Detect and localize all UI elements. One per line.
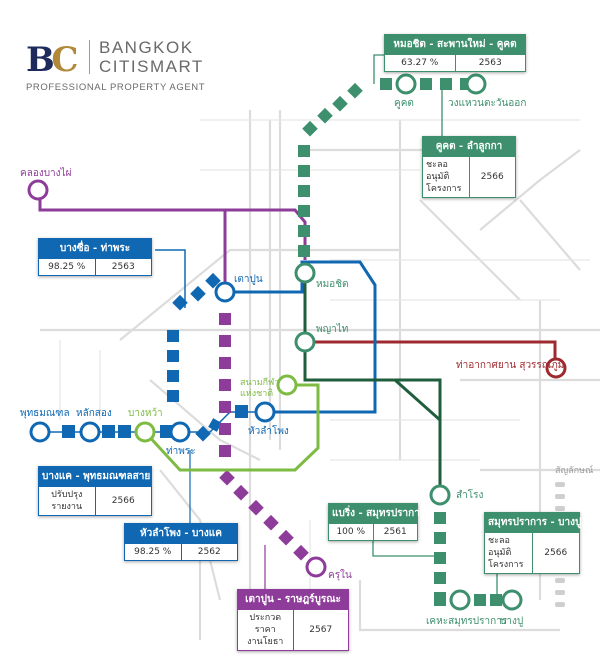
label-bang-wa: บางหว้า	[128, 408, 163, 419]
station-khru-nai[interactable]	[305, 556, 327, 578]
station-bang-wa[interactable]	[134, 421, 156, 443]
station-lak-song[interactable]	[79, 421, 101, 443]
info-box-title: หมอชิต - สะพานใหม่ - คูคต	[384, 34, 526, 55]
base-network	[40, 110, 600, 640]
label-hua-lamphong: หัวลำโพง	[248, 426, 289, 437]
info-box-year: 2566	[94, 487, 152, 515]
info-box-year: 2566	[531, 533, 580, 573]
blue-line-loop	[225, 260, 377, 414]
info-box-title: แบริ่ง - สมุทรปราการ	[328, 503, 425, 524]
info-box-taopoon-ratburana: เตาปูน - ราษฎร์บูรณะ ประกวดราคา งานโยธา …	[237, 589, 349, 651]
info-box-title: สมุทรปราการ - บางปู	[484, 512, 581, 533]
label-phaya-thai: พญาไท	[316, 324, 349, 335]
blue-line-extension-squares	[62, 272, 248, 442]
stations	[27, 73, 567, 611]
station-bang-pu[interactable]	[501, 589, 523, 611]
station-mochit[interactable]	[294, 262, 316, 284]
logo-divider	[89, 40, 90, 74]
info-box-status: ชะลอ อนุมัติ โครงการ	[426, 160, 462, 194]
info-box-bearing-samutprakan: แบริ่ง - สมุทรปราการ 100 % 2561	[328, 503, 425, 541]
info-box-year: 2566	[468, 157, 516, 197]
label-phutthamonthon: พุทธมณฑล	[20, 408, 70, 419]
brand-tagline: PROFESSIONAL PROPERTY AGENT	[26, 82, 206, 93]
info-box-status: 63.27 %	[401, 58, 439, 68]
label-eastern-ring: วงแหวนตะวันออก	[448, 98, 527, 109]
lime-line	[143, 383, 320, 472]
station-samrong[interactable]	[429, 484, 451, 506]
label-samrong: สำโรง	[456, 490, 484, 501]
brand-logo: BC BANGKOK CITISMART PROFESSIONAL PROPER…	[24, 36, 224, 96]
info-box-samutprakan-bangpu: สมุทรปราการ - บางปู ชะลอ อนุมัติ โครงการ…	[484, 512, 581, 574]
label-khru-nai: ครุใน	[328, 570, 352, 581]
info-box-status: ปรับปรุง รายงาน	[51, 490, 83, 512]
label-suvarnabhumi: ท่าอากาศยาน สุวรรณภูมิ	[456, 360, 565, 371]
green-link-mochit-box	[373, 54, 385, 84]
station-phaya-thai[interactable]	[294, 331, 316, 353]
brand-name-line2: CITISMART	[99, 57, 204, 76]
brand-name-line1: BANGKOK	[99, 38, 194, 57]
station-suvarnabhumi[interactable]	[545, 357, 567, 379]
dark-green-line	[303, 275, 442, 500]
info-box-bangkhae-phutthamonthon: บางแค - พุทธมณฑลสาย 4 ปรับปรุง รายงาน 25…	[38, 466, 161, 516]
station-national-stadium[interactable]	[276, 374, 298, 396]
green-line-south-extension	[434, 512, 502, 606]
info-box-title: คูคต - ลำลูกกา	[422, 136, 516, 157]
station-kheha[interactable]	[449, 589, 471, 611]
label-bang-pu: บางปู	[500, 616, 524, 627]
label-national-stadium: สนามกีฬา แห่งชาติ	[240, 378, 280, 399]
station-hua-lamphong[interactable]	[254, 401, 276, 423]
kheha-terminal-square	[434, 594, 446, 606]
info-box-status: ชะลอ อนุมัติ โครงการ	[488, 536, 524, 570]
station-khukhot[interactable]	[395, 73, 417, 95]
station-phutthamonthon[interactable]	[29, 421, 51, 443]
info-box-khukhot-lamlukka: คูคต - ลำลูกกา ชะลอ อนุมัติ โครงการ 2566	[422, 136, 516, 198]
station-khlong-bang-phai[interactable]	[27, 179, 49, 201]
info-box-status: 98.25 %	[48, 262, 86, 272]
base-network-thin	[59, 119, 590, 600]
purple-line-main	[220, 208, 227, 290]
station-eastern-ring[interactable]	[465, 73, 487, 95]
info-box-bangsue-thapra: บางซื่อ - ท่าพระ 98.25 % 2563	[38, 238, 152, 276]
info-box-year: 2561	[372, 524, 418, 540]
info-box-year: 2563	[94, 259, 152, 275]
info-box-title: เตาปูน - ราษฎร์บูรณะ	[237, 589, 349, 610]
label-tha-phra: ท่าพระ	[166, 446, 196, 457]
label-mochit: หมอชิต	[316, 279, 349, 290]
label-kheha: เคหะสมุทรปราการ	[426, 616, 508, 627]
info-box-status: 98.25 %	[134, 547, 172, 557]
info-box-mochit-khukhot: หมอชิต - สะพานใหม่ - คูคต 63.27 % 2563	[384, 34, 526, 72]
info-box-title: บางซื่อ - ท่าพระ	[38, 238, 152, 259]
info-box-year: 2562	[180, 544, 238, 560]
legend-title: สัญลักษณ์	[555, 464, 593, 476]
info-box-year: 2563	[454, 55, 526, 71]
info-box-status: 100 %	[336, 527, 366, 537]
station-tha-phra[interactable]	[169, 421, 191, 443]
info-box-year: 2567	[292, 610, 349, 650]
info-box-title: หัวลำโพง - บางแค	[124, 523, 238, 544]
station-tao-poon[interactable]	[214, 281, 236, 303]
blue-line-bangsue-link	[155, 249, 186, 308]
info-box-hualamphong-bangkhae: หัวลำโพง - บางแค 98.25 % 2562	[124, 523, 238, 561]
label-tao-poon: เตาปูน	[234, 274, 263, 285]
label-khlong-bang-phai: คลองบางไผ่	[20, 168, 72, 179]
label-lak-song: หลักสอง	[76, 408, 112, 419]
label-khukhot: คูคต	[394, 98, 414, 109]
brand-name: BANGKOK CITISMART	[99, 38, 204, 76]
logo-mark: BC	[26, 40, 78, 80]
dark-green-line-mid	[303, 342, 442, 492]
info-box-status: ประกวดราคา งานโยธา	[247, 613, 284, 647]
info-box-title: บางแค - พุทธมณฑลสาย 4	[38, 466, 161, 487]
